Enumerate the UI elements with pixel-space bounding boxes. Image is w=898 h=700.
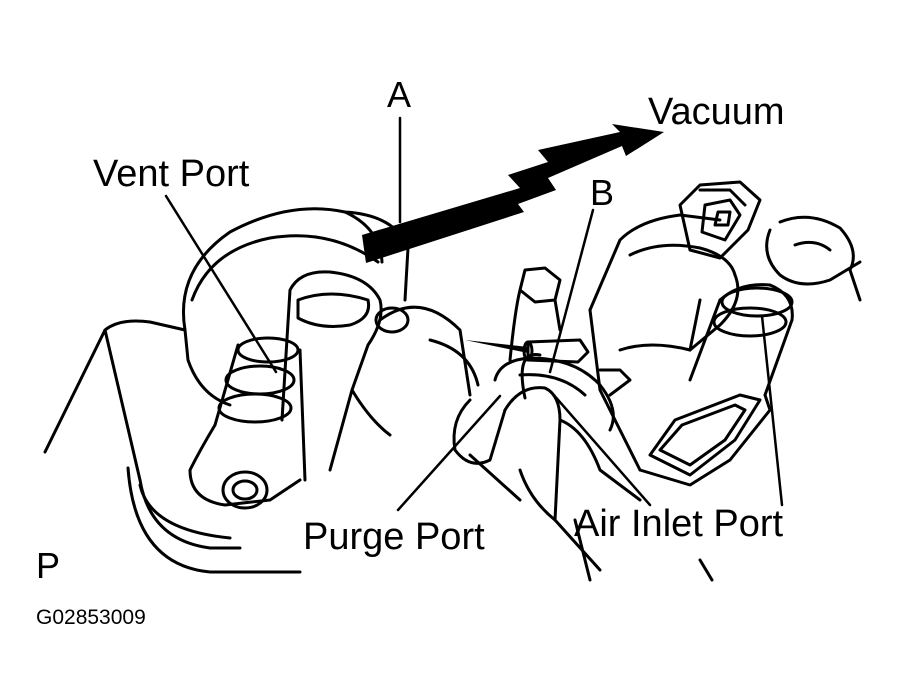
valve-housing bbox=[181, 207, 480, 407]
finger-top-right bbox=[765, 215, 862, 302]
vacuum-arrow bbox=[362, 124, 664, 263]
hand-right bbox=[452, 353, 714, 582]
finger-holding-nozzle bbox=[493, 356, 632, 432]
vent-port-cylinder bbox=[188, 336, 307, 510]
figure-code: G02853009 bbox=[36, 606, 146, 629]
label-vent-port: Vent Port bbox=[93, 153, 250, 195]
electrical-connector bbox=[678, 180, 762, 260]
mounting-base bbox=[43, 319, 302, 574]
leader-air-inlet-port-left bbox=[550, 391, 652, 507]
label-purge-port: Purge Port bbox=[303, 516, 485, 558]
label-air-inlet-port: Air Inlet Port bbox=[574, 503, 784, 545]
leader-vent-port bbox=[164, 194, 278, 374]
leader-b bbox=[548, 208, 595, 374]
label-b: B bbox=[590, 172, 615, 213]
leader-purge-port bbox=[396, 394, 502, 512]
thumb-left bbox=[280, 270, 392, 472]
air-inlet-port-cylinder bbox=[688, 283, 794, 397]
nozzle-arrow bbox=[465, 340, 528, 353]
leader-air-inlet-port-right bbox=[760, 314, 784, 507]
vsv-solenoid-body bbox=[588, 213, 772, 487]
label-vacuum: Vacuum bbox=[648, 91, 785, 133]
bolt bbox=[508, 266, 562, 362]
label-p: P bbox=[36, 545, 61, 586]
label-a: A bbox=[387, 74, 412, 115]
